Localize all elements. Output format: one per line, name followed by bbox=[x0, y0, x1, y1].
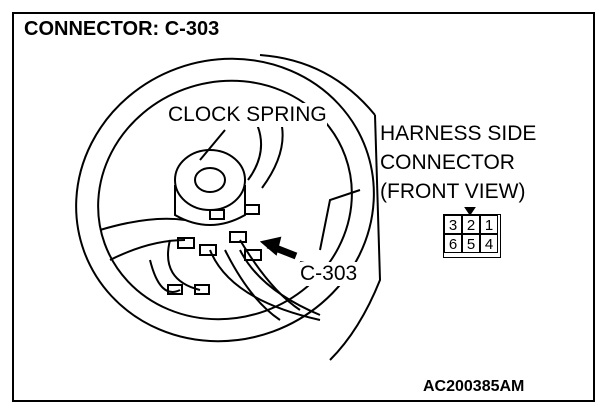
connector-pin-grid: 3 2 1 6 5 4 bbox=[443, 214, 501, 258]
pin-1: 1 bbox=[480, 215, 498, 234]
pin-3: 3 bbox=[444, 215, 462, 234]
pin-5: 5 bbox=[462, 234, 480, 253]
diagram-title: CONNECTOR: C-303 bbox=[24, 18, 220, 40]
diagram-frame bbox=[12, 12, 595, 402]
figure-code: AC200385AM bbox=[423, 378, 525, 395]
pin-6: 6 bbox=[444, 234, 462, 253]
lock-tab-icon bbox=[464, 207, 476, 216]
harness-label-line2: CONNECTOR bbox=[380, 151, 515, 174]
clock-spring bbox=[174, 149, 246, 211]
pin-2: 2 bbox=[462, 215, 480, 234]
arrow-head-icon bbox=[259, 236, 282, 256]
pin-4: 4 bbox=[480, 234, 498, 253]
c303-label: C-303 bbox=[300, 262, 358, 286]
steering-wheel-rim-inner bbox=[97, 79, 353, 321]
harness-label-line3: (FRONT VIEW) bbox=[380, 180, 526, 203]
steering-wheel-rim-outer bbox=[75, 57, 375, 343]
clock-spring-leader bbox=[199, 129, 226, 161]
harness-label-line1: HARNESS SIDE bbox=[380, 122, 537, 145]
clock-spring-label: CLOCK SPRING bbox=[168, 103, 327, 127]
